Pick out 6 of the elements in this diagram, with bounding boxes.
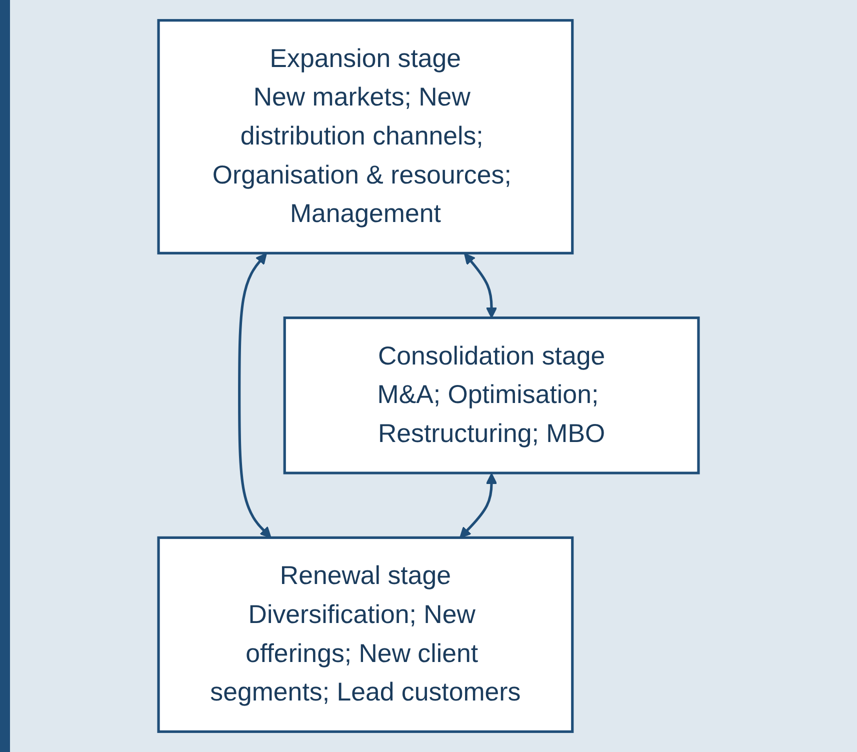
arrow <box>460 473 498 538</box>
node-box: Consolidation stage M&A; Optimisation; Restructuring; MBO <box>283 316 700 474</box>
node-box: Renewal stage Diversification; New offerings; New client segments; Lead customers <box>157 536 574 733</box>
arrow <box>238 253 272 538</box>
arrow <box>464 253 498 318</box>
node-box: Expansion stage New markets; New distribution channels; Organisation & resources; Management <box>157 19 574 254</box>
